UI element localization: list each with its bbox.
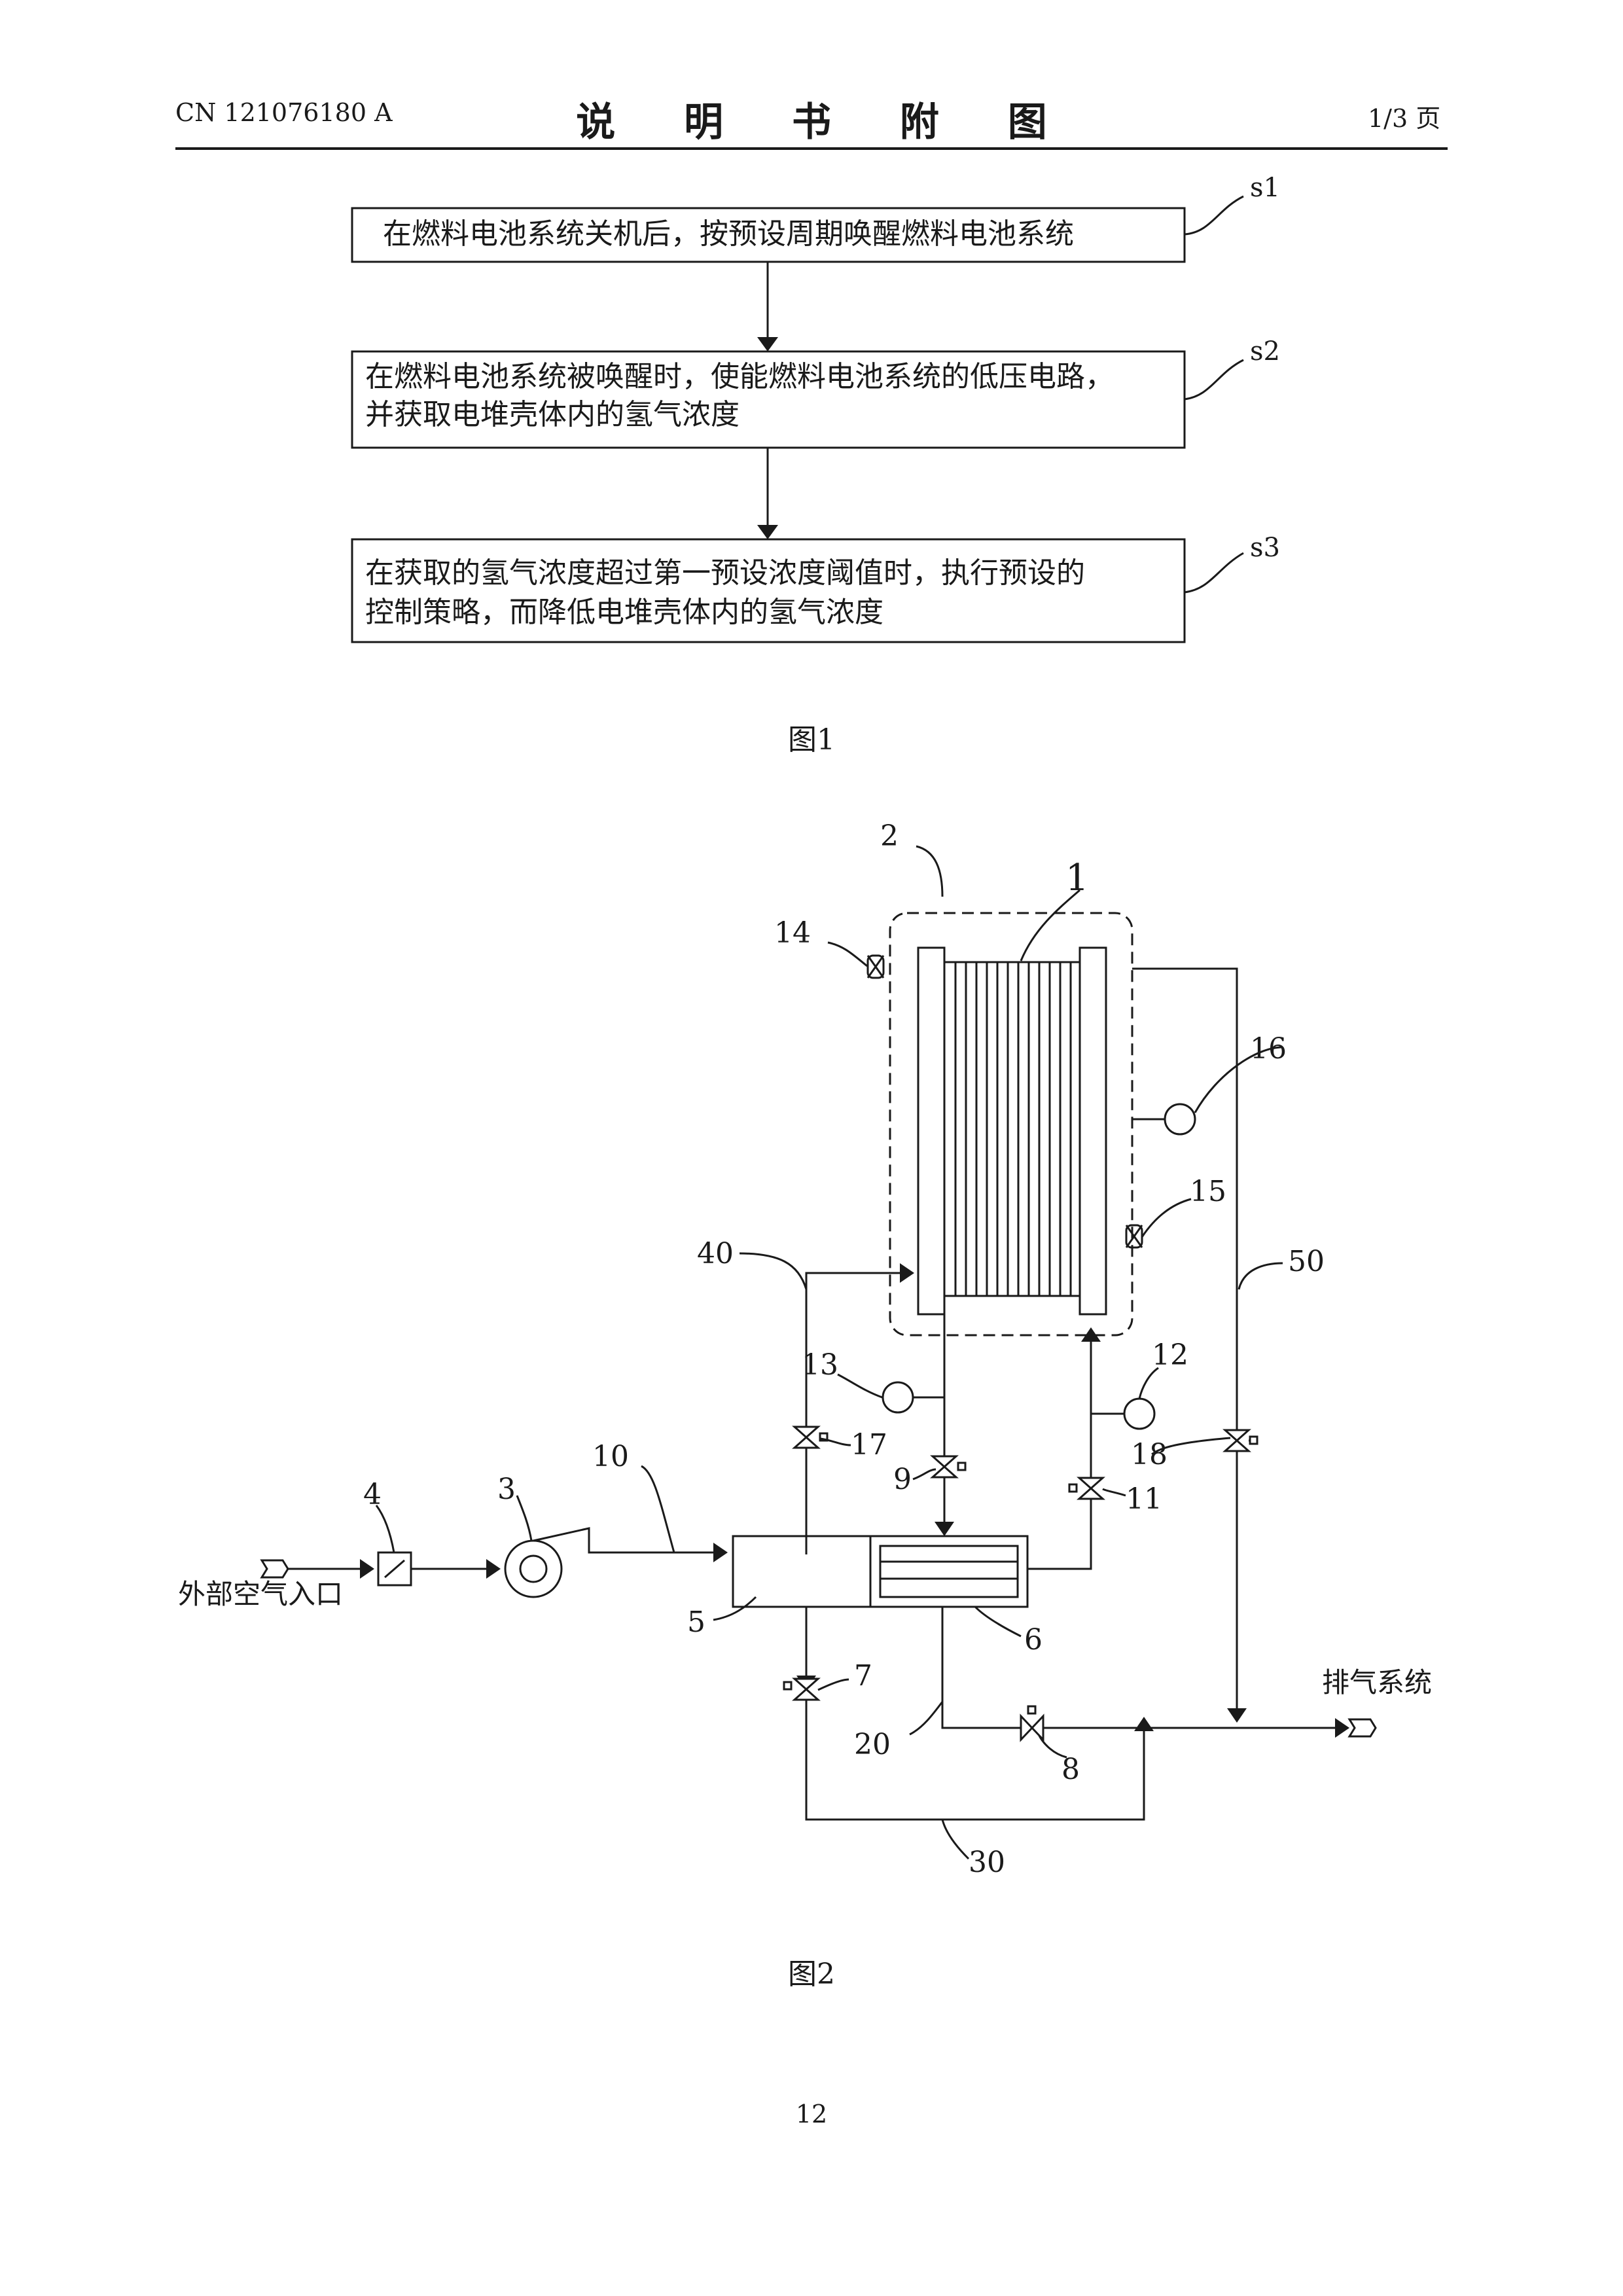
ref-2: 2: [880, 819, 899, 853]
valve-18: [1225, 1430, 1257, 1451]
pipe-40: [806, 1273, 913, 1554]
exhaust-symbol: [1349, 1719, 1376, 1736]
valve-8: [1021, 1706, 1043, 1740]
flow-step-text: 控制策略，而降低电堆壳体内的氢气浓度: [365, 596, 883, 629]
ref-8: 8: [1061, 1753, 1080, 1786]
ref-1: 1: [1065, 857, 1089, 899]
figure-1-caption: 图1: [0, 716, 1623, 758]
air-filter: [378, 1552, 411, 1585]
air-compressor: [505, 1528, 589, 1597]
sensor-16: [1165, 1104, 1195, 1134]
ref-12: 12: [1152, 1338, 1188, 1372]
flow-step-text: 在获取的氢气浓度超过第一预设浓度阈值时，执行预设的: [365, 556, 1085, 590]
leader-line: [1185, 360, 1243, 399]
ref-4: 4: [363, 1478, 382, 1511]
valve-7: [784, 1679, 818, 1700]
figure-2-schematic: 2 1 14 16 15 40 50 13 12 17 18 9 11 10 3…: [0, 785, 1623, 2029]
page-number: 12: [0, 2100, 1623, 2128]
ref-10: 10: [592, 1440, 629, 1473]
flow-step-s3: 在获取的氢气浓度超过第一预设浓度阈值时，执行预设的 控制策略，而降低电堆壳体内的…: [352, 533, 1280, 642]
ref-7: 7: [854, 1659, 872, 1693]
valve-9: [933, 1456, 965, 1477]
flow-step-text: 在燃料电池系统被唤醒时，使能燃料电池系统的低压电路，: [365, 360, 1114, 393]
ref-30: 30: [969, 1846, 1005, 1879]
ref-13: 13: [802, 1348, 838, 1382]
flow-step-text: 在燃料电池系统关机后，按预设周期唤醒燃料电池系统: [383, 217, 1074, 251]
ref-16: 16: [1250, 1032, 1287, 1066]
valve-11: [1069, 1478, 1103, 1499]
flow-step-s2: 在燃料电池系统被唤醒时，使能燃料电池系统的低压电路， 并获取电堆壳体内的氢气浓度…: [352, 336, 1280, 448]
inlet-symbol: [262, 1560, 288, 1577]
valve-17: [794, 1427, 827, 1448]
sensor-12: [1124, 1399, 1154, 1429]
ref-20: 20: [854, 1728, 891, 1761]
ref-15: 15: [1190, 1175, 1226, 1208]
pipe-20: [942, 1607, 1021, 1728]
ref-18: 18: [1131, 1438, 1168, 1471]
flow-step-text: 并获取电堆壳体内的氢气浓度: [365, 398, 740, 431]
ref-3: 3: [497, 1473, 516, 1506]
figure-1-flowchart: 在燃料电池系统关机后，按预设周期唤醒燃料电池系统 s1 在燃料电池系统被唤醒时，…: [0, 0, 1623, 785]
housing-port-14: [868, 956, 883, 978]
sensor-13: [883, 1382, 913, 1412]
leader-line: [1185, 553, 1243, 592]
air-inlet-label: 外部空气入口: [178, 1578, 343, 1610]
ref-50: 50: [1288, 1245, 1325, 1278]
housing-port-15: [1126, 1225, 1142, 1247]
fuel-cell-stack: [918, 948, 1106, 1314]
ref-5: 5: [687, 1605, 705, 1639]
step-tag: s3: [1250, 533, 1280, 563]
flow-step-s1: 在燃料电池系统关机后，按预设周期唤醒燃料电池系统 s1: [352, 173, 1280, 262]
ref-11: 11: [1126, 1482, 1162, 1516]
figure-2-caption: 图2: [0, 1950, 1623, 1992]
step-tag: s2: [1250, 336, 1280, 367]
ref-40: 40: [697, 1237, 734, 1270]
ref-9: 9: [893, 1463, 912, 1496]
ref-17: 17: [851, 1428, 887, 1462]
ref-6: 6: [1024, 1623, 1043, 1657]
stack-housing: [890, 913, 1132, 1335]
exhaust-label: 排气系统: [1322, 1666, 1432, 1698]
ref-14: 14: [774, 916, 811, 950]
stack-inlet-pipe: [1027, 1335, 1091, 1569]
leader-line: [1185, 196, 1243, 234]
humidifier-5: [733, 1536, 870, 1607]
pipe-10: [589, 1535, 726, 1552]
step-tag: s1: [1250, 173, 1280, 203]
